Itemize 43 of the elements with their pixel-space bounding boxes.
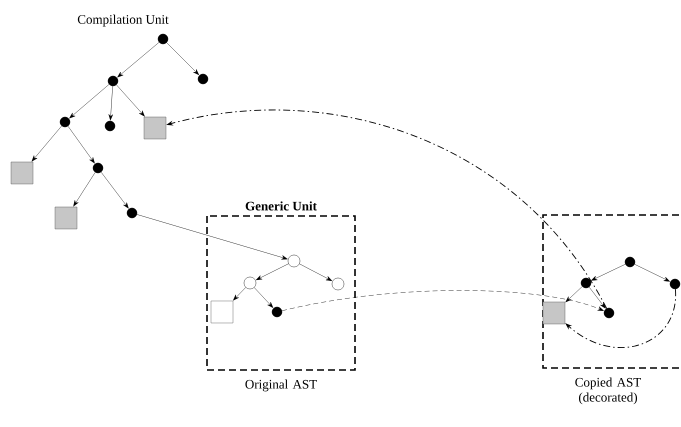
square <box>10 162 34 184</box>
arrow <box>116 84 145 117</box>
dot <box>60 116 70 128</box>
arrow <box>256 264 289 280</box>
dot <box>580 278 592 288</box>
box-label: Copied AST (decorated) <box>575 378 641 404</box>
arrow <box>69 84 110 118</box>
arrow <box>166 42 200 76</box>
dot <box>624 256 636 268</box>
arrow <box>282 290 604 311</box>
arrow <box>100 172 129 209</box>
dot <box>126 208 138 218</box>
arrow <box>591 264 626 281</box>
arrow <box>254 287 274 308</box>
dot <box>670 278 680 290</box>
arrow <box>299 264 332 282</box>
dot <box>104 120 116 132</box>
heading: Generic Unit <box>246 201 317 210</box>
dot <box>158 34 168 44</box>
circle <box>332 278 344 290</box>
arrow <box>634 264 670 282</box>
arrow <box>68 126 95 164</box>
arrow <box>233 287 246 301</box>
dot <box>108 76 118 86</box>
square <box>54 206 78 230</box>
arrow <box>32 126 62 162</box>
arrow <box>136 214 288 260</box>
arrow <box>73 172 96 206</box>
square <box>542 302 566 324</box>
circle <box>288 254 300 268</box>
dot <box>92 162 104 174</box>
square <box>144 116 166 140</box>
dot <box>272 306 282 318</box>
dot <box>604 308 614 318</box>
arrow <box>565 286 582 302</box>
arrow <box>588 286 606 309</box>
arrow <box>108 86 114 120</box>
circle <box>244 276 256 290</box>
node-caption: Compilation Unit <box>78 14 169 26</box>
arrow <box>117 42 160 78</box>
square <box>210 300 234 324</box>
box-label: Original AST <box>245 380 317 392</box>
dot <box>198 74 208 84</box>
